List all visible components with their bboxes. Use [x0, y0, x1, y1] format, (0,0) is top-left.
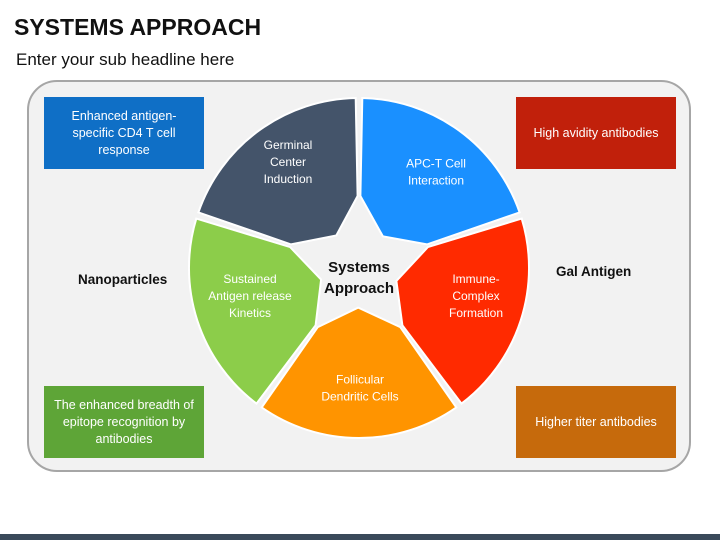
segment-immune-complex-label-line: Formation	[449, 306, 503, 320]
center-label-line1: Systems	[328, 259, 390, 276]
label-nanoparticles: Nanoparticles	[78, 272, 168, 287]
segment-germinal-center-label-line: Induction	[264, 172, 313, 186]
segment-germinal-center-label-line: Germinal	[264, 138, 313, 152]
segment-apc-t-cell-label-line: APC-T Cell	[406, 157, 466, 171]
box-top-left: Enhanced antigen-specific CD4 T cell res…	[44, 97, 204, 169]
segment-immune-complex-label-line: Complex	[452, 289, 499, 303]
segment-sustained-antigen	[187, 217, 323, 406]
segment-sustained-antigen-label-line: Kinetics	[229, 306, 271, 320]
center-label-line2: Approach	[324, 280, 394, 297]
segment-follicular-dendritic	[260, 306, 458, 439]
page-subtitle: Enter your sub headline here	[16, 50, 235, 69]
box-bottom-right: Higher titer antibodies	[516, 386, 676, 458]
segment-follicular-dendritic-label-line: Follicular	[336, 373, 384, 387]
segment-apc-t-cell-label-line: Interaction	[408, 174, 464, 188]
label-gal-antigen: Gal Antigen	[556, 264, 632, 279]
segment-germinal-center	[197, 96, 359, 246]
segment-immune-complex	[395, 217, 531, 406]
page-title: SYSTEMS APPROACH	[14, 14, 262, 40]
box-bottom-left: The enhanced breadth of epitope recognit…	[44, 386, 204, 458]
segment-sustained-antigen-label-line: Sustained	[223, 272, 276, 286]
segment-follicular-dendritic-label-line: Dendritic Cells	[321, 390, 398, 404]
box-top-right: High avidity antibodies	[516, 97, 676, 169]
segment-sustained-antigen-label-line: Antigen release	[208, 289, 292, 303]
segment-apc-t-cell	[359, 96, 521, 246]
segment-germinal-center-label-line: Center	[270, 155, 306, 169]
segment-immune-complex-label-line: Immune-	[452, 272, 499, 286]
footer-bar	[0, 534, 720, 540]
